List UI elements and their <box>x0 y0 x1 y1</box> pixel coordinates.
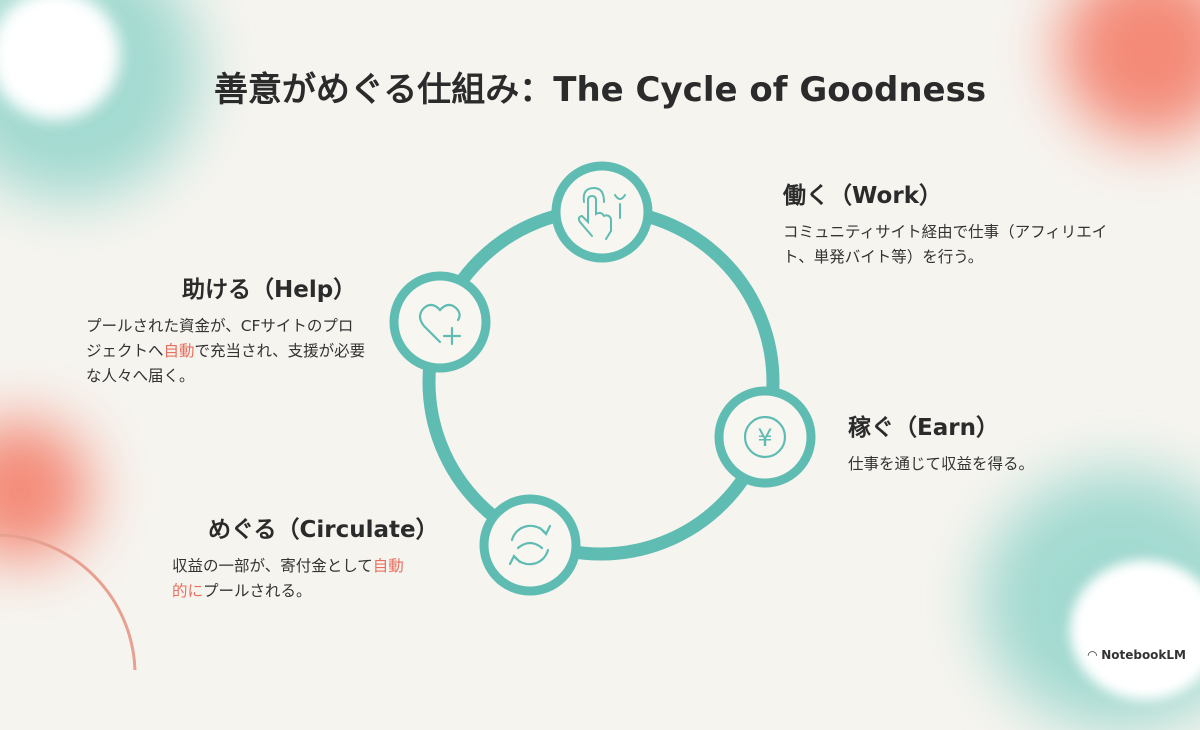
recycle-arrows-icon <box>508 524 552 566</box>
step-heading: 働く（Work） <box>783 183 942 209</box>
slide-title: 善意がめぐる仕組み：The Cycle of Goodness <box>213 70 987 110</box>
step-heading: めぐる（Circulate） <box>208 517 439 543</box>
step-earn: 稼ぐ（Earn） 仕事を通じて収益を得る。 <box>848 408 1108 477</box>
step-text: コミュニティサイト経由で仕事（アフィリエイト、単発バイト等）を行う。 <box>783 223 1108 266</box>
node-work <box>551 161 653 263</box>
svg-text:¥: ¥ <box>757 424 772 452</box>
step-heading: 稼ぐ（Earn） <box>848 415 999 441</box>
step-circulate: めぐる（Circulate） 収益の一部が、寄付金として自動的にプールされる。 <box>172 510 447 604</box>
step-heading: 助ける（Help） <box>182 277 357 303</box>
step-text: プールされた資金が、CFサイトのプロジェクトへ自動で充当され、支援が必要な人々へ… <box>86 317 366 385</box>
step-work: 働く（Work） コミュニティサイト経由で仕事（アフィリエイト、単発バイト等）を… <box>783 176 1123 270</box>
decor-blob <box>0 0 120 120</box>
node-earn: ¥ <box>714 386 816 488</box>
node-help <box>389 271 491 373</box>
step-text: 仕事を通じて収益を得る。 <box>848 455 1035 473</box>
decor-arc <box>0 533 137 670</box>
step-help: 助ける（Help） プールされた資金が、CFサイトのプロジェクトへ自動で充当され… <box>86 270 366 389</box>
heart-plus-icon <box>418 303 462 346</box>
notebooklm-logo: ◠ NotebookLM <box>1087 648 1186 662</box>
yen-coin-icon <box>743 415 787 459</box>
node-circulate <box>479 494 581 596</box>
step-text: 収益の一部が、寄付金として自動的にプールされる。 <box>172 557 404 600</box>
hand-wrench-icon <box>577 186 626 240</box>
cycle-diagram: ¥ <box>0 161 816 670</box>
